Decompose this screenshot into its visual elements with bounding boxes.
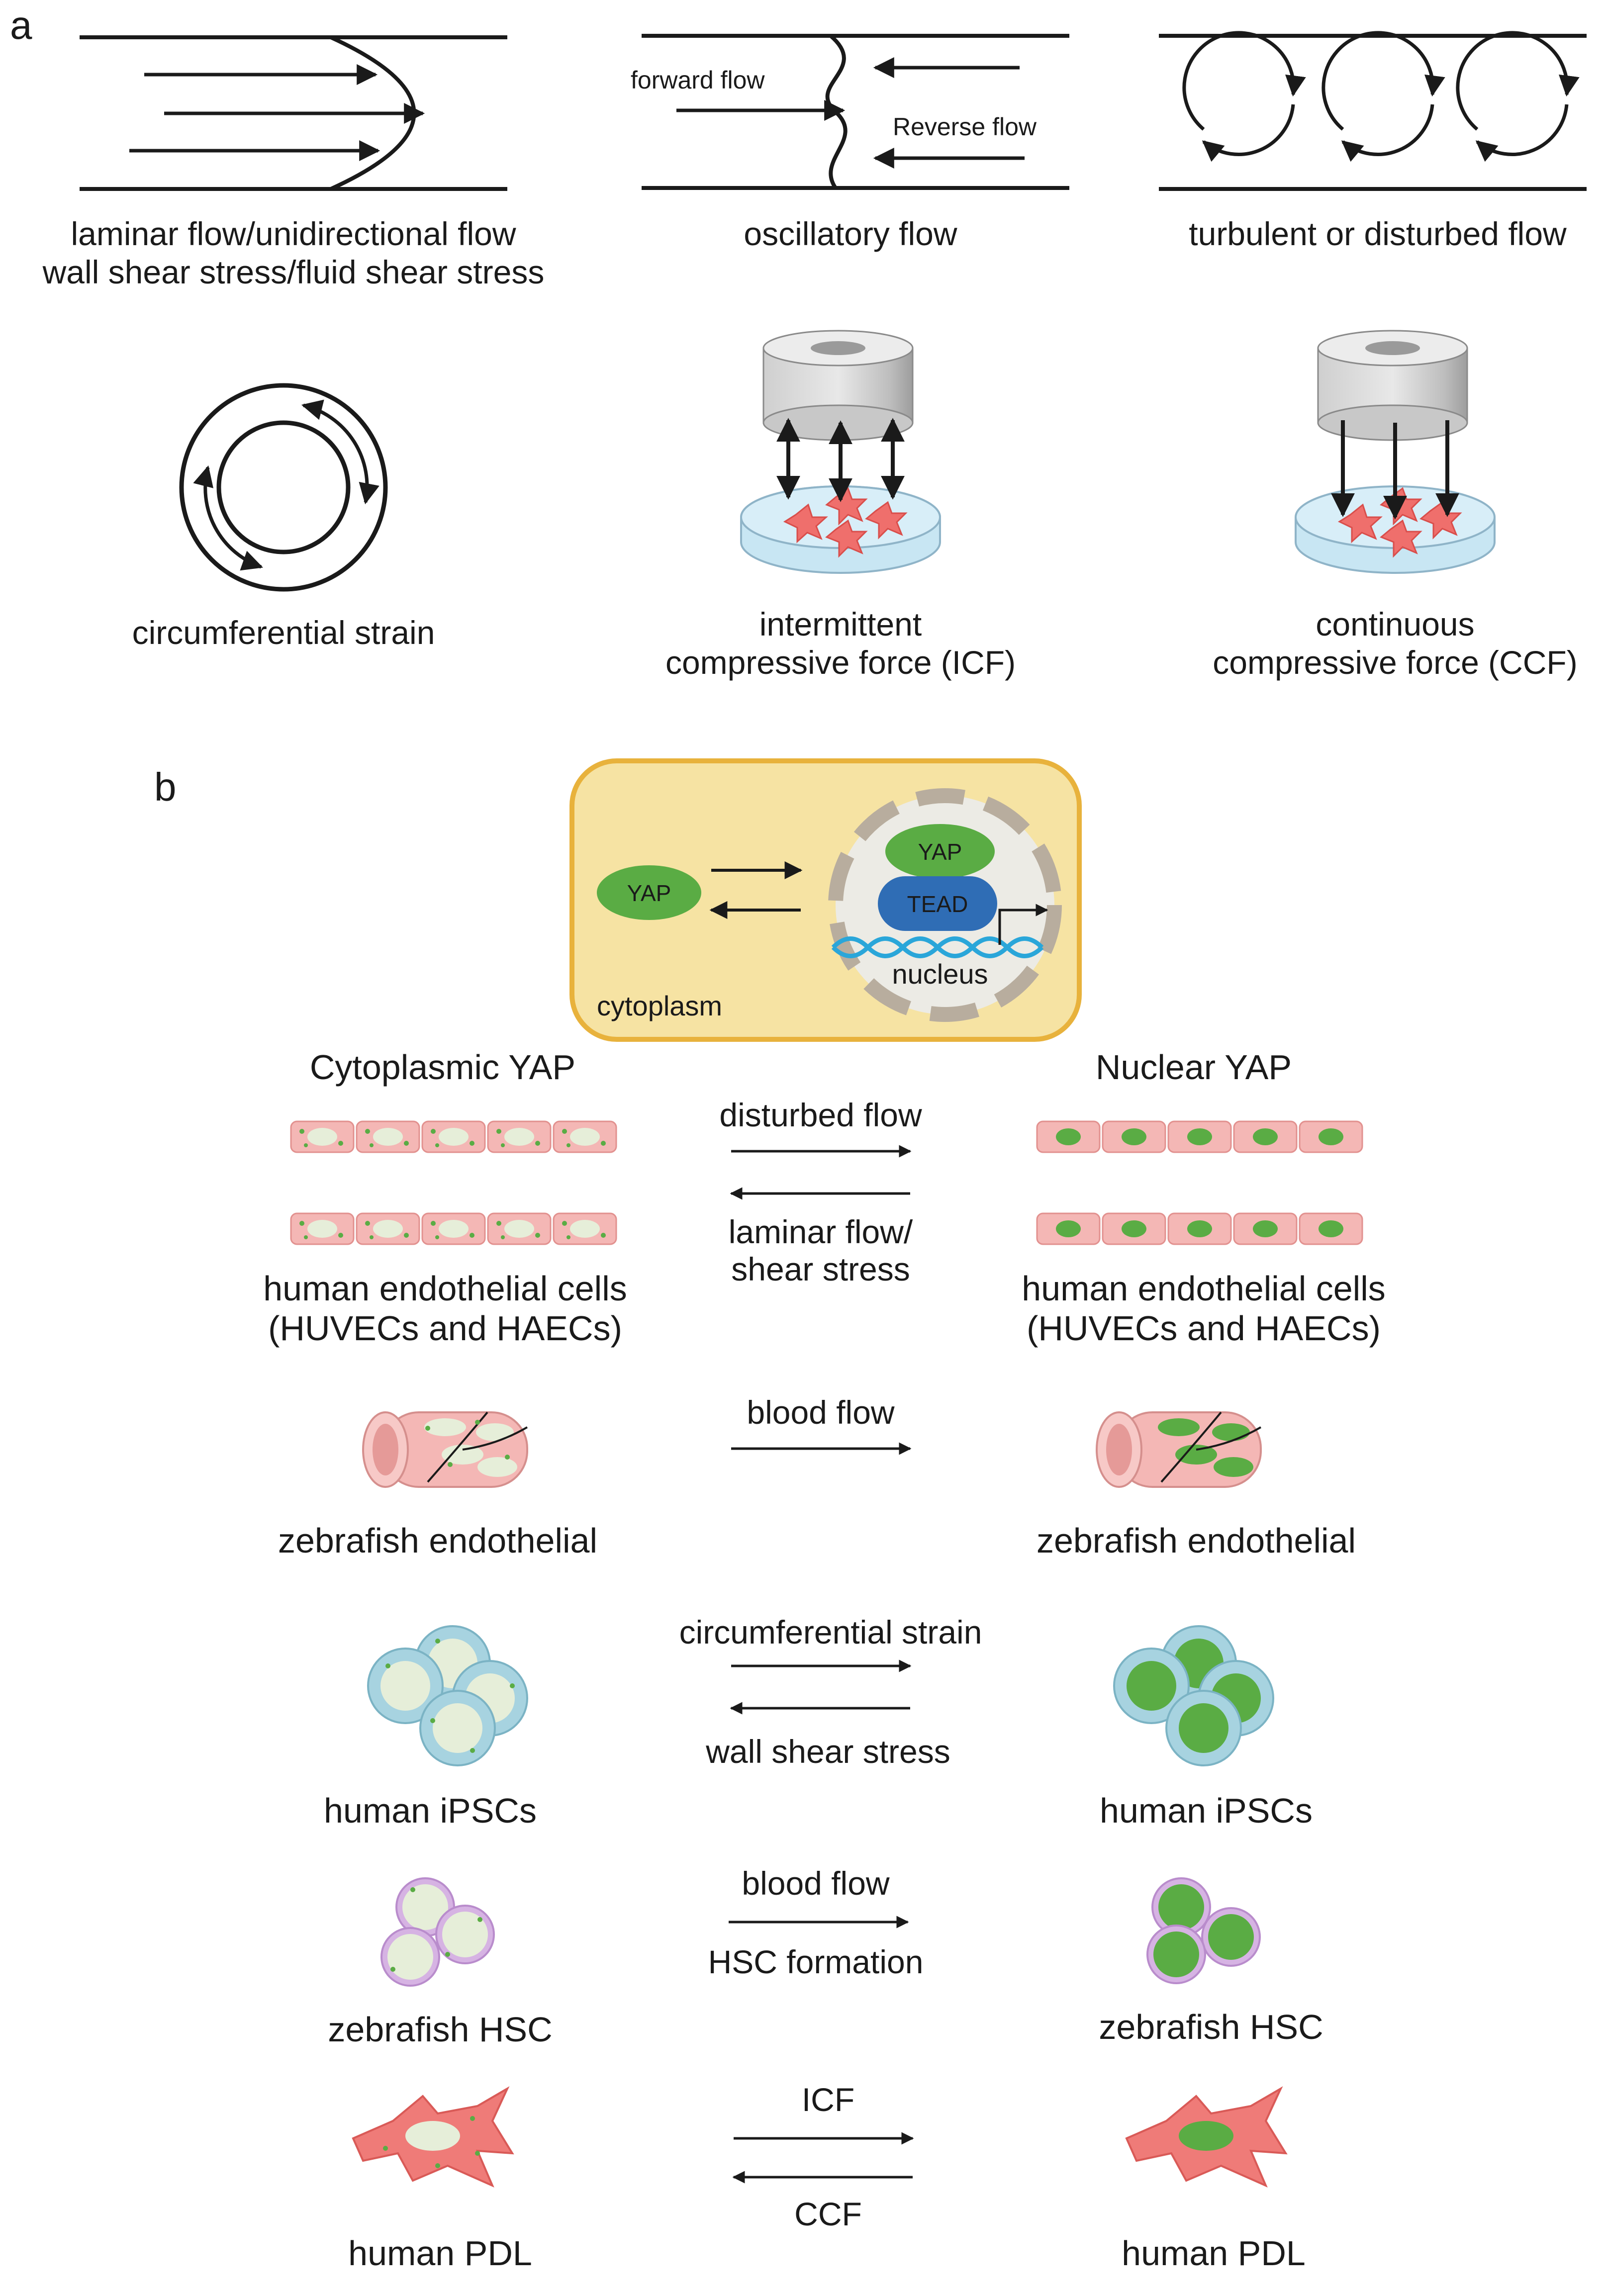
row4-top-label: blood flow (742, 1865, 890, 1902)
yap-cell-diagram (569, 758, 1082, 1042)
hsc-cluster-cytoplasmic (380, 1877, 495, 1987)
row3-right-label: human iPSCs (1100, 1791, 1313, 1830)
row2-right-label: zebrafish endothelial (1037, 1521, 1356, 1560)
ccf-diagram (1295, 330, 1496, 574)
cytoplasmic-yap (597, 865, 701, 920)
nuclear-yap-header: Nuclear YAP (1096, 1048, 1292, 1087)
oscillatory-flow-diagram (642, 34, 1069, 190)
row2-top-label: blood flow (747, 1394, 895, 1431)
row3-bottom-label: wall shear stress (705, 1733, 950, 1770)
laminar-flow-diagram (80, 35, 507, 191)
row1-right-label-1: human endothelial cells (1022, 1269, 1386, 1308)
row1-top-label: disturbed flow (719, 1097, 922, 1133)
row2-left-label: zebrafish endothelial (278, 1521, 597, 1560)
row3-left-label: human iPSCs (324, 1791, 537, 1830)
row4-right-label: zebrafish HSC (1099, 2008, 1323, 2046)
row5-bottom-label: CCF (794, 2196, 862, 2232)
icf-diagram (740, 330, 941, 574)
ccf-label-line1: continuous (1316, 606, 1474, 643)
panel-a-letter: a (10, 3, 32, 47)
row4-bottom-label: HSC formation (708, 1943, 924, 1980)
laminar-label-line2: wall shear stress/fluid shear stress (42, 254, 545, 290)
row4-left-label: zebrafish HSC (328, 2010, 552, 2049)
endothelial-cells-nuclear (1036, 1120, 1363, 1245)
zebrafish-vessel-cytoplasmic (362, 1411, 528, 1488)
turbulent-flow-diagram (1159, 31, 1587, 191)
hsc-cluster-nuclear (1146, 1877, 1261, 1984)
ipsc-cluster-cytoplasmic (367, 1625, 528, 1766)
laminar-label-line1: laminar flow/unidirectional flow (71, 215, 516, 252)
nuclear-yap (885, 824, 995, 879)
nuc-yap-label: YAP (918, 839, 962, 865)
circumferential-strain-diagram (179, 383, 388, 592)
forward-flow-label: forward flow (631, 66, 765, 94)
row1-left-label-2: (HUVECs and HAECs) (268, 1309, 622, 1348)
reverse-flow-label: Reverse flow (893, 113, 1037, 141)
cytoplasmic-yap-header: Cytoplasmic YAP (310, 1048, 575, 1087)
row3-top-label: circumferential strain (679, 1614, 982, 1651)
cytoplasm-label: cytoplasm (597, 990, 722, 1021)
icf-label-line2: compressive force (ICF) (665, 644, 1016, 681)
pdl-cell-cytoplasmic (352, 2086, 514, 2188)
row1-bottom-label-2: shear stress (731, 1251, 910, 1287)
ccf-label-line2: compressive force (CCF) (1213, 644, 1577, 681)
zebrafish-vessel-nuclear (1096, 1411, 1262, 1488)
tead-label: TEAD (907, 891, 968, 917)
row1-left-label-1: human endothelial cells (263, 1269, 627, 1308)
circumferential-label: circumferential strain (132, 614, 435, 651)
endothelial-cells-cytoplasmic (290, 1120, 617, 1245)
row5-left-label: human PDL (348, 2234, 532, 2273)
row5-right-label: human PDL (1122, 2234, 1306, 2273)
panel-b-letter: b (154, 765, 177, 809)
row1-right-label-2: (HUVECs and HAECs) (1027, 1309, 1381, 1348)
turbulent-label: turbulent or disturbed flow (1189, 215, 1567, 252)
ipsc-cluster-nuclear (1113, 1625, 1274, 1766)
row1-bottom-label-1: laminar flow/ (729, 1213, 913, 1250)
pdl-cell-nuclear (1125, 2086, 1288, 2188)
nucleus-label: nucleus (892, 958, 988, 990)
tead (878, 876, 997, 931)
icf-label-line1: intermittent (759, 606, 922, 643)
row5-top-label: ICF (802, 2081, 854, 2118)
oscillatory-label: oscillatory flow (744, 215, 957, 252)
cyto-yap-label: YAP (627, 880, 671, 906)
